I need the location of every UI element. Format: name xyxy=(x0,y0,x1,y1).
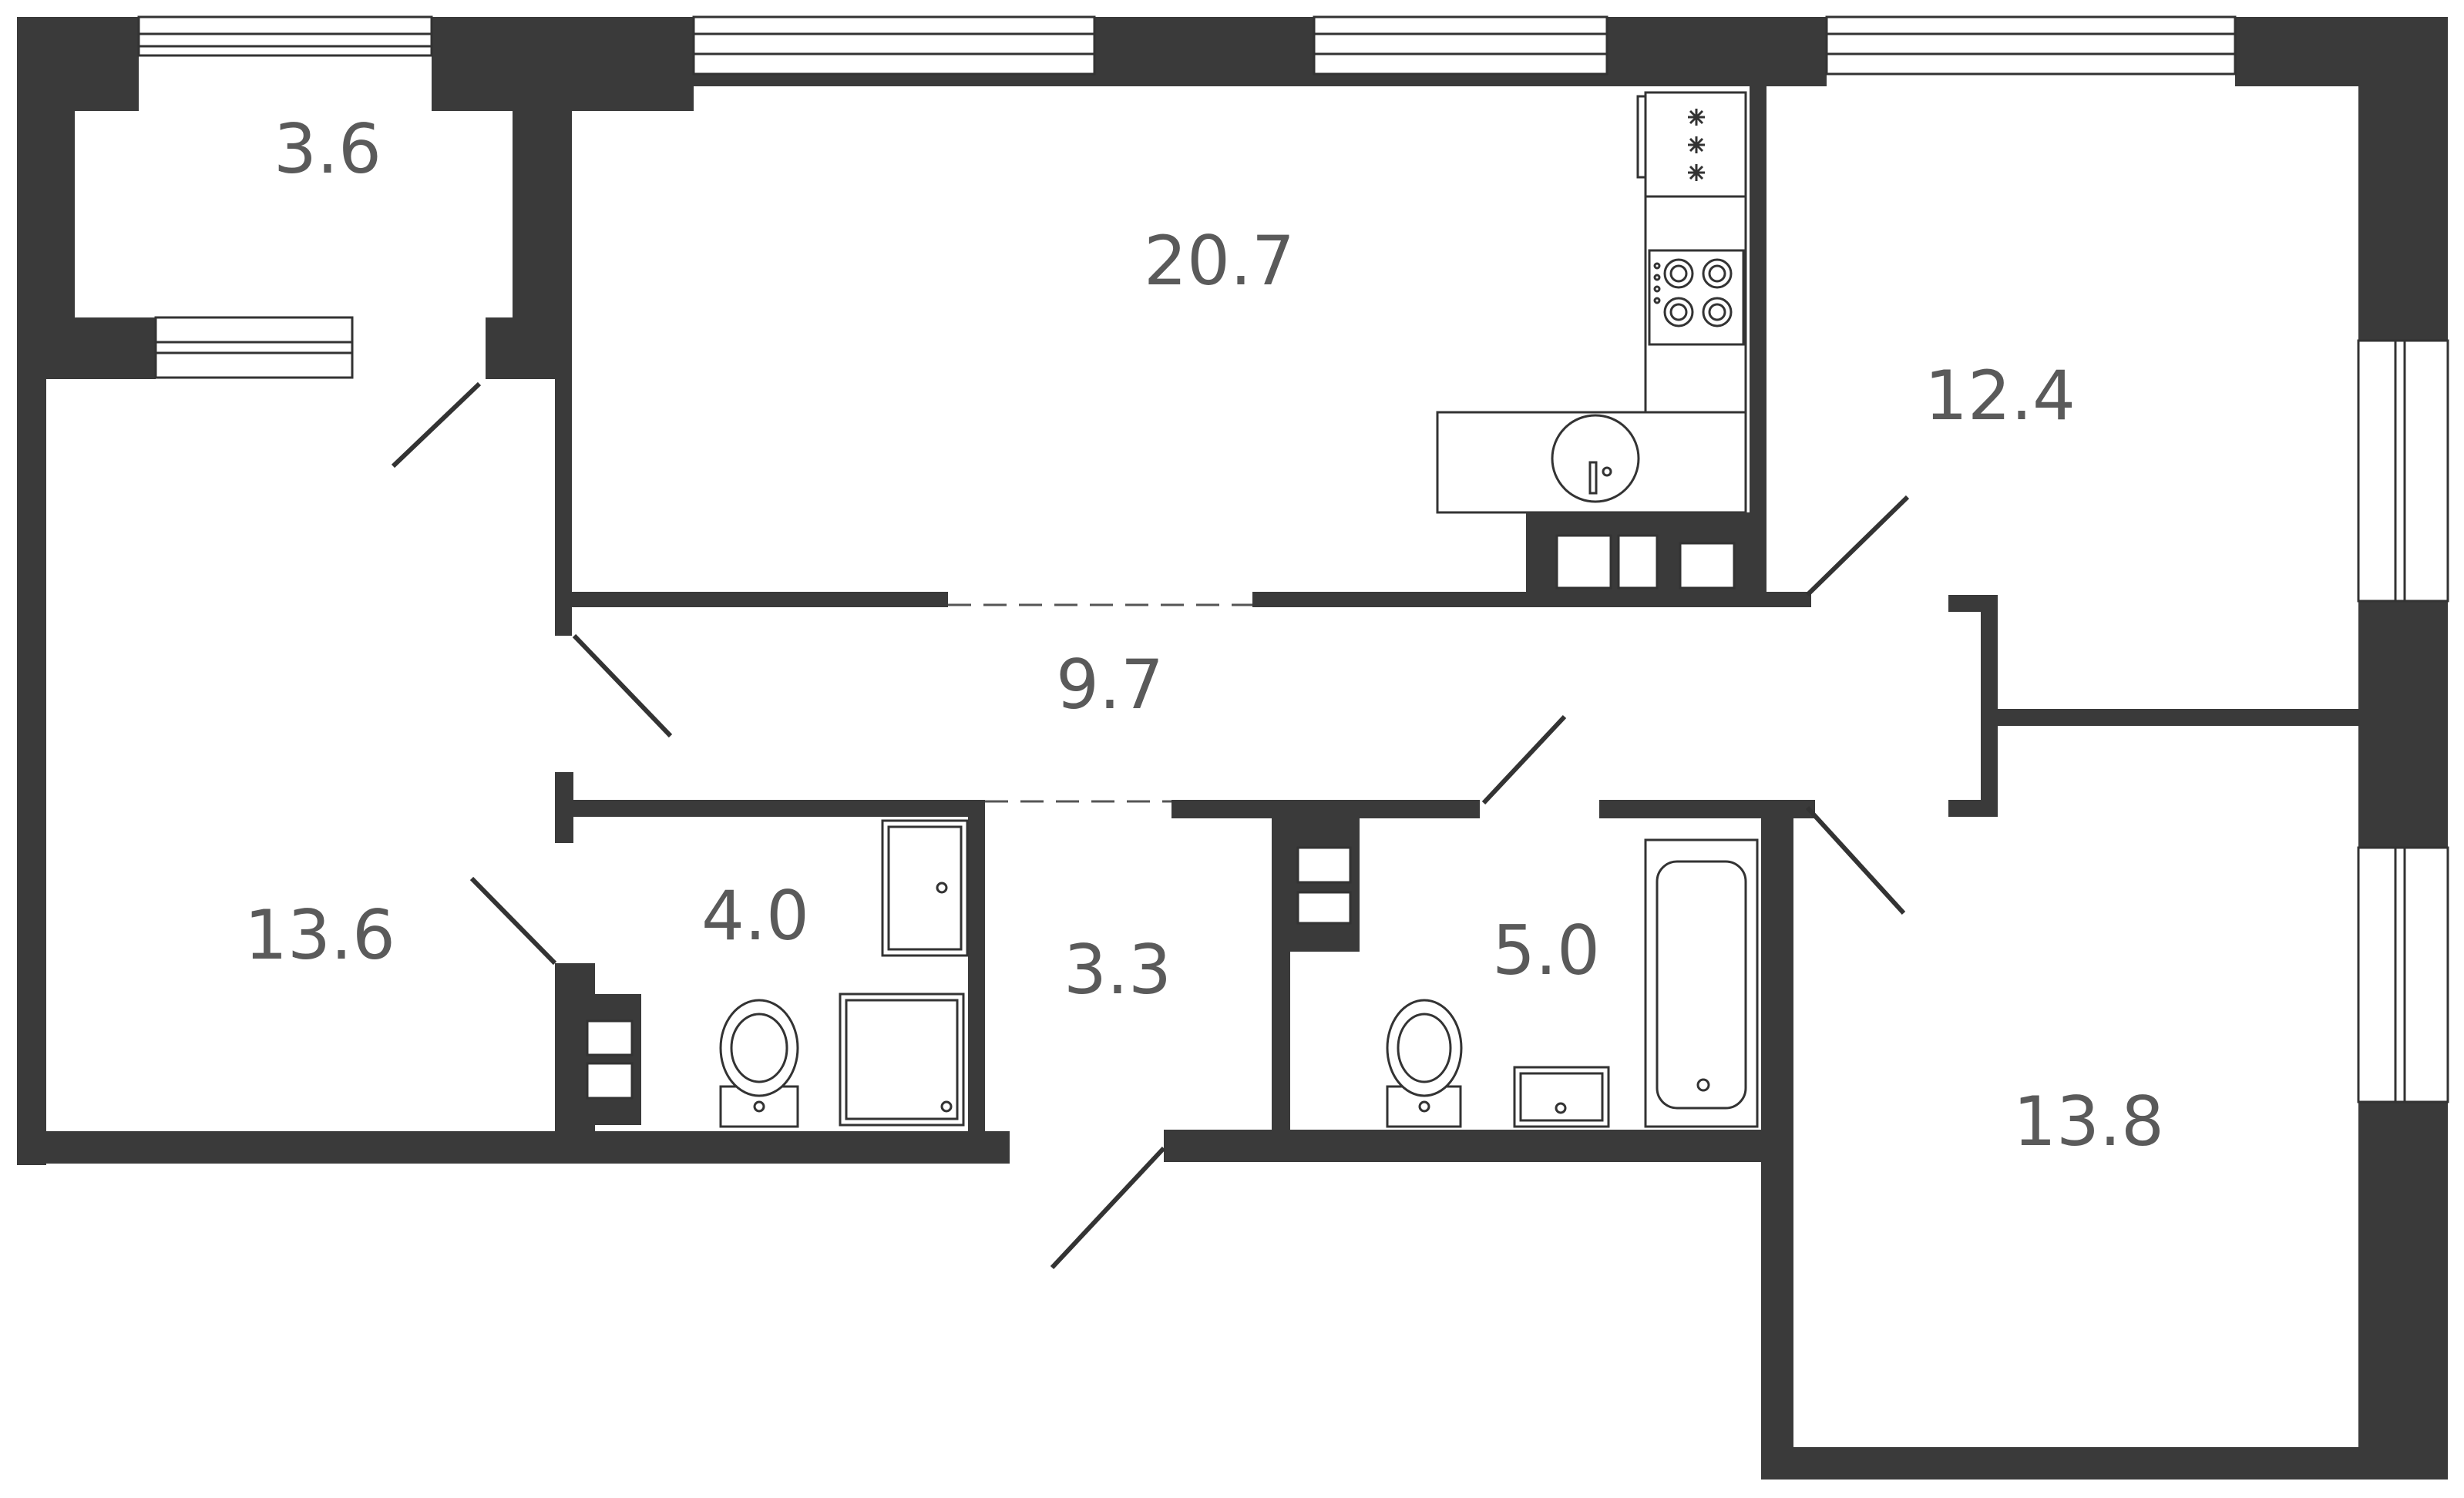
area-label-entrance: 3.3 xyxy=(1064,930,1171,1009)
window-bedroom-top xyxy=(1825,15,2237,76)
door-entrance xyxy=(1050,1146,1166,1270)
openings xyxy=(948,603,1252,803)
toilet-left-icon xyxy=(719,999,799,1128)
window-balcony-top xyxy=(137,15,433,57)
door-bath-right xyxy=(1481,714,1567,805)
door-balcony xyxy=(391,381,482,469)
area-label-balcony: 3.6 xyxy=(274,109,382,189)
area-label-kitchen-living: 20.7 xyxy=(1144,221,1295,301)
washer-left-icon xyxy=(881,819,969,957)
bathtub-icon xyxy=(1644,838,1759,1128)
bath-left-cabinet xyxy=(578,994,641,1125)
window-kitchen-a xyxy=(692,15,1096,76)
doors xyxy=(391,381,1910,1270)
door-bedroom-left xyxy=(572,633,673,738)
wall-bath-left-right xyxy=(968,800,985,1162)
wall-entry-right xyxy=(1272,800,1290,1162)
fixtures xyxy=(578,91,1759,1128)
wall-right-mid xyxy=(2358,601,2448,848)
wall-kitchen-bottom-a xyxy=(555,592,948,607)
area-label-bathroom-left: 4.0 xyxy=(701,876,809,956)
shower-left-icon xyxy=(839,993,965,1127)
room-labels: 3.6 20.7 12.4 9.7 13.6 4.0 3.3 5.0 13.8 xyxy=(244,109,2164,1161)
door-bedroom-top-right xyxy=(1805,495,1910,597)
wall-kitchen-right xyxy=(1750,74,1766,606)
wall-bath-right-right xyxy=(1761,800,1780,1162)
wall-hall-right-bottom xyxy=(1948,800,1998,817)
wall-kitchen-left-stub xyxy=(555,601,572,636)
wall-bath-left-top xyxy=(555,800,985,817)
entry-closet xyxy=(1289,817,1360,952)
window-balcony-inner xyxy=(154,316,354,379)
fridge-icon xyxy=(1688,109,1705,181)
toilet-right-icon xyxy=(1386,999,1463,1128)
wall-left-bottom xyxy=(17,1131,1010,1164)
kitchen-cabinets xyxy=(1526,512,1750,596)
window-bedroom-right-b xyxy=(2357,846,2449,1103)
kitchen-counter xyxy=(1436,91,1747,514)
stove-icon xyxy=(1648,249,1745,346)
wall-bedrooms-divider xyxy=(1981,709,2371,726)
area-label-hallway: 9.7 xyxy=(1056,645,1164,724)
area-label-bedroom-top-right: 12.4 xyxy=(1924,356,2076,435)
wall-kitchen-top-line xyxy=(555,74,1773,86)
sink-icon xyxy=(1551,414,1640,503)
wall-entry-bottom xyxy=(1164,1130,1780,1162)
window-kitchen-b xyxy=(1313,15,1608,76)
wall-right-lower xyxy=(2358,1102,2448,1480)
wall-kitchen-left xyxy=(555,74,572,606)
door-bath-left xyxy=(469,876,557,966)
area-label-bathroom-right: 5.0 xyxy=(1492,911,1600,990)
window-bedroom-right-a xyxy=(2357,339,2449,603)
wall-bath-left-stub-top xyxy=(555,772,573,843)
windows xyxy=(137,15,2449,1103)
wall-bath-right-top xyxy=(1599,800,1815,818)
door-bedroom-bottom-right xyxy=(1805,805,1906,915)
wall-hall-right-top xyxy=(1948,595,1998,612)
wall-hall-right-stub xyxy=(1981,595,1998,817)
area-label-bedroom-left: 13.6 xyxy=(244,895,395,975)
area-label-bedroom-bottom-right: 13.8 xyxy=(2013,1082,2164,1161)
wall-right-outer xyxy=(2358,17,2448,341)
sink-right-icon xyxy=(1513,1066,1610,1128)
wall-entry-top xyxy=(1171,800,1480,818)
wall-balcony-bottom-left xyxy=(17,317,156,379)
wall-bottom-right xyxy=(1761,1447,2448,1480)
